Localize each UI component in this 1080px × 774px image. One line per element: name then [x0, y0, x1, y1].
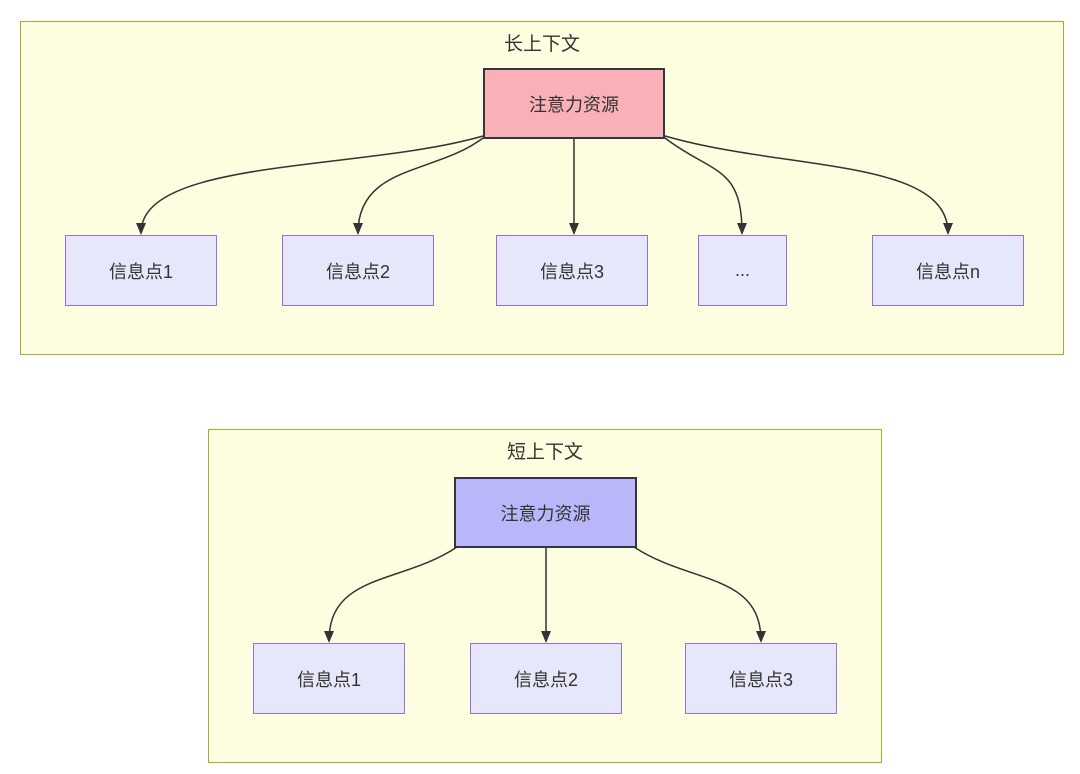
long-info-node-1: 信息点1	[65, 235, 217, 306]
long-info-node-n: 信息点n	[872, 235, 1024, 306]
short-info-node-3: 信息点3	[685, 643, 837, 714]
long-info-node-3: 信息点3	[496, 235, 648, 306]
short-info-node-2: 信息点2	[470, 643, 622, 714]
short-info-node-1: 信息点1	[253, 643, 405, 714]
short-attention-node: 注意力资源	[454, 477, 637, 548]
long-context-title: 长上下文	[503, 34, 580, 55]
long-info-node-ellipsis: ...	[698, 235, 787, 306]
long-attention-node: 注意力资源	[483, 68, 665, 139]
long-info-node-2: 信息点2	[282, 235, 434, 306]
short-context-title: 短上下文	[506, 442, 583, 463]
